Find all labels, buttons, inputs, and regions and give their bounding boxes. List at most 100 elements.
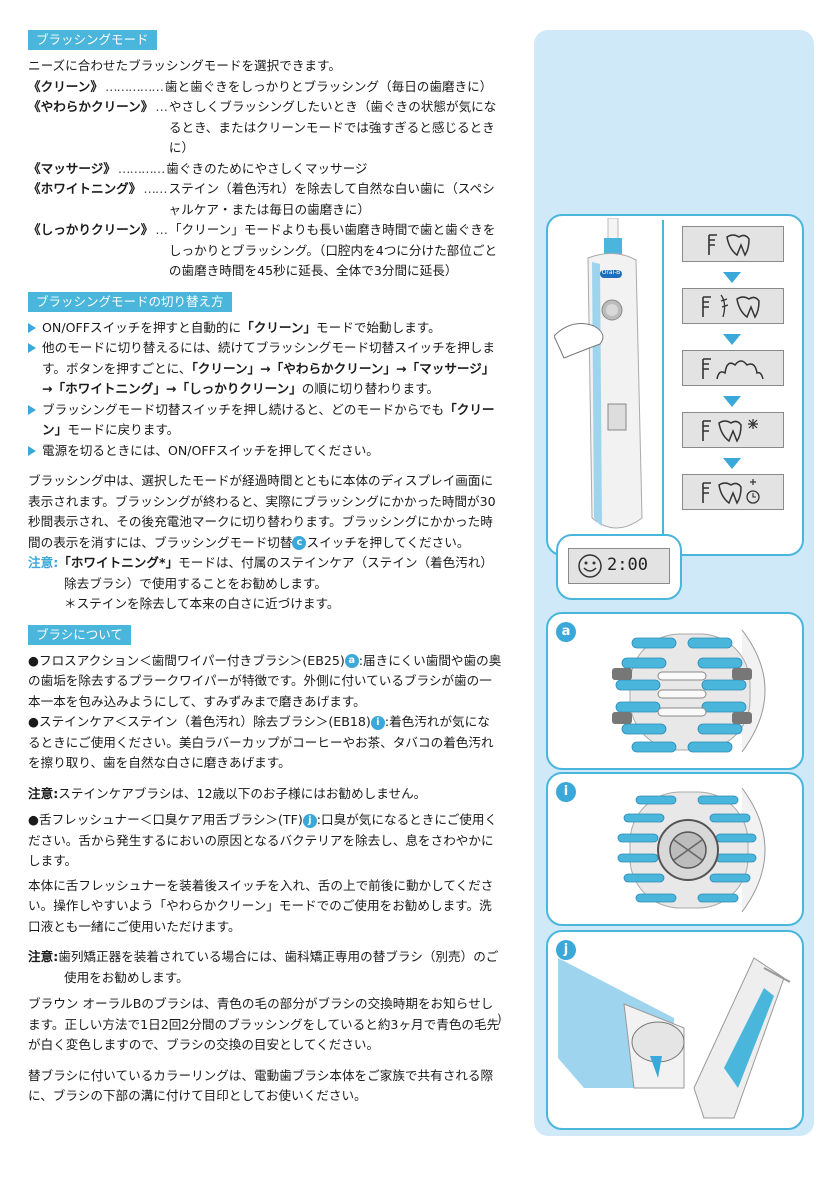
- brush-stain-care: ●ステインケア＜ステイン（着色汚れ）除去ブラシ＞(EB18)i:着色汚れが気にな…: [28, 712, 502, 774]
- leader-dots: …………: [117, 160, 165, 176]
- timer-lcd: 2:00: [568, 548, 670, 584]
- brush-floss-action: ●フロスアクション＜歯間ワイパー付きブラシ＞(EB25)a:届きにくい歯間や歯の…: [28, 651, 502, 713]
- brush-a-box: a: [546, 612, 804, 770]
- whitening-note: 注意:「ホワイトニング*」モードは、付属のステインケア（ステイン（着色汚れ）除去…: [28, 553, 502, 594]
- bullet-1: ON/OFFスイッチを押すと自動的に「クリーン」モードで始動します。: [28, 318, 502, 339]
- mode-desc: 歯と歯ぐきをしっかりとブラッシング（毎日の歯磨きに）: [164, 78, 493, 94]
- stain-care-brush-illustration: [617, 787, 766, 913]
- toothbrush-handle-illustration: [554, 218, 643, 529]
- bullet-3: ブラッシングモード切替スイッチを押し続けると、どのモードからでも「クリーン」モー…: [28, 400, 502, 441]
- para-text: ●ステインケア＜ステイン（着色汚れ）除去ブラシ＞(EB18): [28, 714, 371, 729]
- mode-desc: やさしくブラッシングしたいとき（歯ぐきの状態が気になるとき、またはクリーンモード…: [168, 99, 497, 155]
- arrow-down-icon: [723, 334, 741, 345]
- para-text: :届きにくい歯間や歯の奥の歯垢を除去するプラークワイパーが特徴です。外側に付いて…: [28, 652, 502, 709]
- mode-name: 《クリーン》: [28, 78, 103, 94]
- leader-dots: ……: [143, 181, 167, 196]
- handle-logo: Oral-B: [601, 269, 621, 276]
- para-text: スイッチを押してください。: [306, 534, 470, 550]
- bullet-text: 他のモードに切り替えるには、続けてブラッシングモード切替スイッチを押します。ボタ…: [42, 340, 495, 376]
- brush-j-box: j: [546, 930, 804, 1130]
- lcd-mode-clean: [682, 226, 784, 262]
- arrow-down-icon: [723, 458, 741, 469]
- triangle-bullet-icon: [28, 404, 36, 415]
- leader-dots: …: [155, 222, 168, 237]
- bullet-bold: 「クリーン」→「やわらかクリーン」→「マッサージ」→「ホワイトニング」→「しっか…: [42, 360, 495, 397]
- tooth-timer-icon: [702, 479, 760, 505]
- tongue-freshener-illustration: [558, 957, 791, 1119]
- tooth-brush-icon: [708, 234, 750, 257]
- badge-i-icon: i: [370, 715, 385, 730]
- mode-name: 《しっかりクリーン》: [28, 222, 154, 237]
- indicator-paragraph: ブラウン オーラルBのブラシは、青色の毛の部分がブラシの交換時期をお知らせします…: [28, 996, 500, 1052]
- lcd-mode-soft: [682, 288, 784, 324]
- floss-action-brush-illustration: [612, 629, 766, 753]
- mode-desc: ステイン（着色汚れ）を除去して自然な白い歯に（スペシャルケア・または毎日の歯磨き…: [168, 181, 495, 217]
- mode-name: 《マッサージ》: [28, 160, 116, 176]
- color-ring-paragraph: 替ブラシに付いているカラーリングは、電動歯ブラシ本体をご家族で共有される際に、ブ…: [28, 1067, 494, 1104]
- mode-soft-clean: 《やわらかクリーン》 … やさしくブラッシングしたいとき（歯ぐきの状態が気になる…: [28, 97, 502, 159]
- tooth-sparkle-icon: [702, 419, 758, 443]
- mode-clean: 《クリーン》 …………… 歯と歯ぐきをしっかりとブラッシング（毎日の歯磨きに）: [28, 77, 502, 98]
- modes-intro: ニーズに合わせたブラッシングモードを選択できます。: [28, 58, 341, 73]
- bullet-bold: 「クリーン」: [241, 319, 317, 335]
- mode-massage: 《マッサージ》 ………… 歯ぐきのためにやさしくマッサージ: [28, 159, 502, 180]
- note-text: モードは、付属のステインケア（ステイン（着色汚れ）除去ブラシ）で使用することをお…: [64, 555, 494, 591]
- triangle-bullet-icon: [28, 322, 36, 333]
- text-column: ブラッシングモード ニーズに合わせたブラッシングモードを選択できます。 《クリー…: [28, 30, 502, 1107]
- para-text: :着色汚れが気になるときにご使用ください。美白ラバーカップがコーヒーやお茶、タバ…: [28, 714, 494, 770]
- leader-dots: …: [155, 99, 168, 114]
- section-header-brushing-modes: ブラッシングモード: [28, 30, 157, 50]
- timer-readout: 2:00: [607, 555, 648, 575]
- bullet-2: 他のモードに切り替えるには、続けてブラッシングモード切替スイッチを押します。ボタ…: [28, 338, 502, 400]
- bullet-text: モードで始動します。: [316, 319, 441, 335]
- tooth-feather-icon: [702, 294, 760, 319]
- smiley-icon: [578, 554, 602, 578]
- leader-dots: ……………: [104, 78, 164, 94]
- bullet-text: ON/OFFスイッチを押すと自動的に: [42, 319, 242, 335]
- mode-name: 《ホワイトニング》: [28, 181, 142, 196]
- whitening-footnote: ＊ステインを除去して本来の白さに近づけます。: [64, 596, 340, 611]
- stain-care-note: 注意:ステインケアブラシは、12歳以下のお子様にはお勧めしません。: [28, 784, 502, 805]
- brush-i-box: i: [546, 772, 804, 926]
- note-text: 歯列矯正器を装着されている場合には、歯科矯正専用の替ブラシ（別売）のご使用をお勧…: [58, 949, 499, 985]
- brush-tongue-freshener: ●舌フレッシュナー＜口臭ケア用舌ブラシ＞(TF)j:口臭が気になるときにご使用く…: [28, 810, 502, 872]
- note-text: ステインケアブラシは、12歳以下のお子様にはお勧めしません。: [58, 785, 427, 801]
- note-label: 注意:: [28, 785, 59, 801]
- display-paragraph: ブラッシング中は、選択したモードが経過時間とともに本体のディスプレイ画面に表示さ…: [28, 471, 502, 553]
- gum-massage-icon: [702, 358, 764, 380]
- section-header-mode-switching: ブラッシングモードの切り替え方: [28, 291, 232, 312]
- bullet-4: 電源を切るときには、ON/OFFスイッチを押してください。: [28, 441, 502, 462]
- mode-whitening: 《ホワイトニング》 …… ステイン（着色汚れ）を除去して自然な白い歯に（スペシャ…: [28, 179, 502, 220]
- badge-c-icon: c: [292, 536, 307, 550]
- para-text: ●フロスアクション＜歯間ワイパー付きブラシ＞(EB25): [28, 652, 345, 668]
- bullet-text: の順に切り替わります。: [301, 381, 440, 396]
- note-label: 注意:: [28, 949, 59, 964]
- para-text: :口臭が気になるときにご使用ください。舌から発生するにおいの原因となるバクテリア…: [28, 812, 498, 868]
- mode-deep-clean: 《しっかりクリーン》 … 「クリーン」モードよりも長い歯磨き時間で歯と歯ぐきをし…: [28, 220, 502, 282]
- badge-j-icon: j: [302, 813, 317, 828]
- lcd-mode-deep: [682, 474, 784, 510]
- arrow-down-icon: [723, 272, 741, 283]
- triangle-bullet-icon: [28, 445, 36, 456]
- note-label: 注意:: [28, 555, 59, 570]
- bullet-text: モードに戻ります。: [67, 422, 180, 437]
- para-text: ●舌フレッシュナー＜口臭ケア用舌ブラシ＞(TF): [28, 812, 303, 827]
- page-mark: ): [497, 1012, 502, 1026]
- tongue-usage: 本体に舌フレッシュナーを装着後スイッチを入れ、舌の上で前後に動かしてください。操…: [28, 877, 494, 934]
- mode-desc: 「クリーン」モードよりも長い歯磨き時間で歯と歯ぐきをしっかりとブラッシング。（口…: [168, 222, 498, 278]
- timer-display-box: 2:00: [556, 534, 682, 600]
- lcd-mode-massage: [682, 350, 784, 386]
- illustration-panel: Oral-B 2:00 a: [534, 30, 814, 1136]
- label-i-icon: i: [556, 782, 576, 802]
- mode-name: 《やわらかクリーン》: [28, 99, 154, 114]
- orthodontic-note: 注意:歯列矯正器を装着されている場合には、歯科矯正専用の替ブラシ（別売）のご使用…: [28, 947, 502, 988]
- label-j-icon: j: [556, 940, 576, 960]
- bullet-bold: 「クリーン」: [42, 401, 495, 438]
- arrow-down-icon: [723, 396, 741, 407]
- label-a-icon: a: [556, 622, 576, 642]
- bullet-text: 電源を切るときには、ON/OFFスイッチを押してください。: [42, 442, 379, 458]
- para-text: ブラッシング中は、選択したモードが経過時間とともに本体のディスプレイ画面に表示さ…: [28, 473, 496, 550]
- lcd-mode-whitening: [682, 412, 784, 448]
- mode-display-box: Oral-B: [546, 214, 804, 556]
- note-bold: 「ホワイトニング*」: [58, 555, 179, 570]
